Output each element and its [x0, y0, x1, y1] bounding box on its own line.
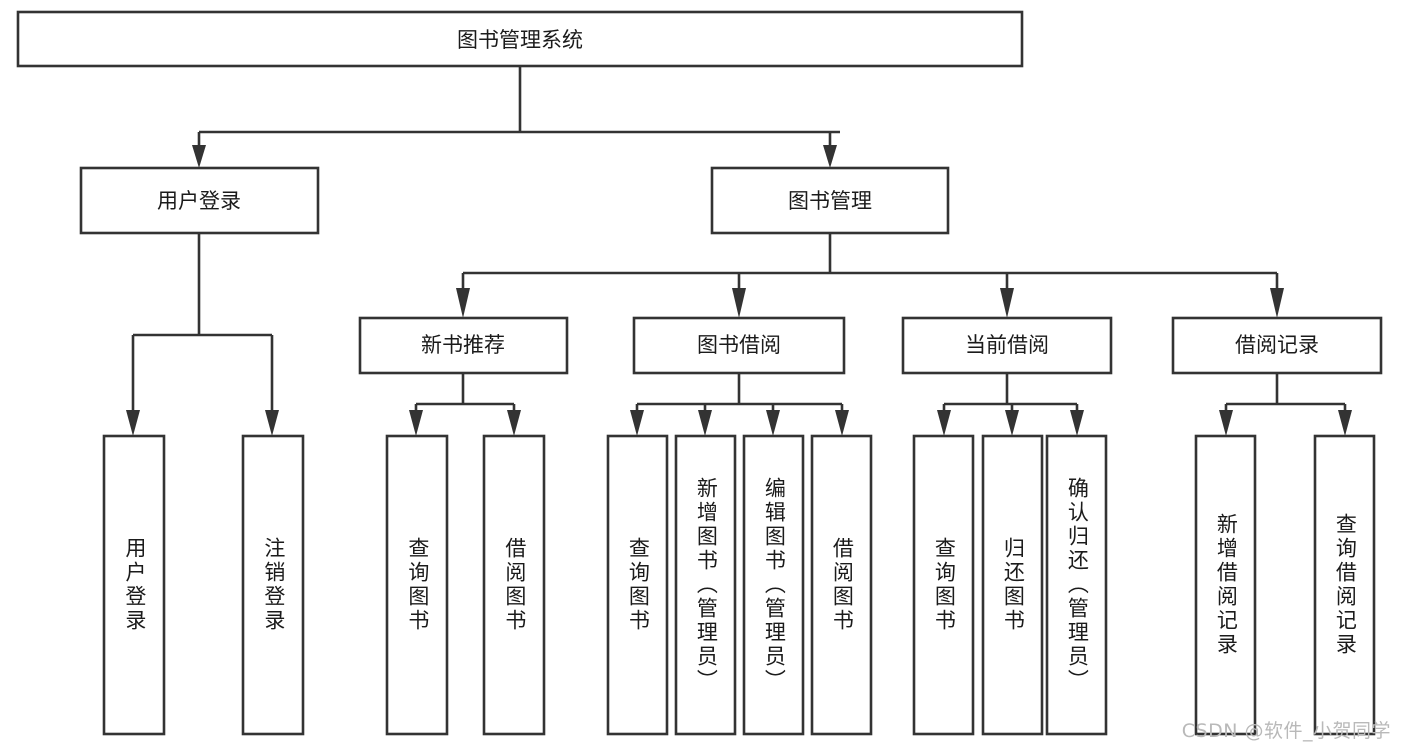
leaf-box[interactable] [241, 434, 305, 736]
node-borrow-record[interactable]: 借阅记录 [1171, 316, 1383, 375]
leaf-box[interactable] [102, 434, 166, 736]
node-book-borrow-label: 图书借阅 [697, 333, 781, 357]
node-borrow-record-label: 借阅记录 [1235, 333, 1319, 357]
node-user-login[interactable]: 用户登录 [79, 166, 320, 235]
node-current-borrow[interactable]: 当前借阅 [901, 316, 1113, 375]
leaf-box[interactable] [1313, 434, 1376, 736]
node-current-borrow-label: 当前借阅 [965, 333, 1049, 357]
node-root[interactable]: 图书管理系统 [16, 10, 1024, 68]
connector-root-to-level2 [192, 66, 840, 168]
connector-borrowrecord-to-leaves [1219, 373, 1352, 436]
node-root-label: 图书管理系统 [457, 28, 583, 52]
connector-bookmanage-to-level3 [456, 233, 1284, 318]
leaf-boxes-user-login [102, 434, 305, 736]
node-book-manage[interactable]: 图书管理 [710, 166, 950, 235]
leaf-box[interactable] [482, 434, 546, 736]
leaf-box[interactable] [1045, 434, 1108, 736]
leaf-box[interactable] [674, 434, 737, 736]
node-new-book-recommend[interactable]: 新书推荐 [358, 316, 569, 375]
leaf-boxes-borrow-record [1194, 434, 1376, 736]
connector-userlogin-to-leaves [126, 233, 279, 436]
node-book-manage-label: 图书管理 [788, 189, 872, 213]
leaf-box[interactable] [981, 434, 1044, 736]
csdn-watermark: CSDN @软件_小贺同学 [1181, 720, 1391, 742]
leaf-boxes-current-borrow [912, 434, 1108, 736]
leaf-boxes-book-borrow [606, 434, 873, 736]
leaf-box[interactable] [742, 434, 805, 736]
leaf-box[interactable] [912, 434, 975, 736]
leaf-boxes-new-book-recommend [385, 434, 546, 736]
leaf-box[interactable] [1194, 434, 1257, 736]
node-book-borrow[interactable]: 图书借阅 [632, 316, 846, 375]
node-user-login-label: 用户登录 [157, 189, 241, 213]
leaf-box[interactable] [810, 434, 873, 736]
leaf-box[interactable] [385, 434, 449, 736]
leaf-box[interactable] [606, 434, 669, 736]
connector-currentborrow-to-leaves [937, 373, 1084, 436]
connector-bookborrow-to-leaves [630, 373, 849, 436]
connector-newbook-to-leaves [409, 373, 521, 436]
node-new-book-recommend-label: 新书推荐 [421, 333, 505, 357]
